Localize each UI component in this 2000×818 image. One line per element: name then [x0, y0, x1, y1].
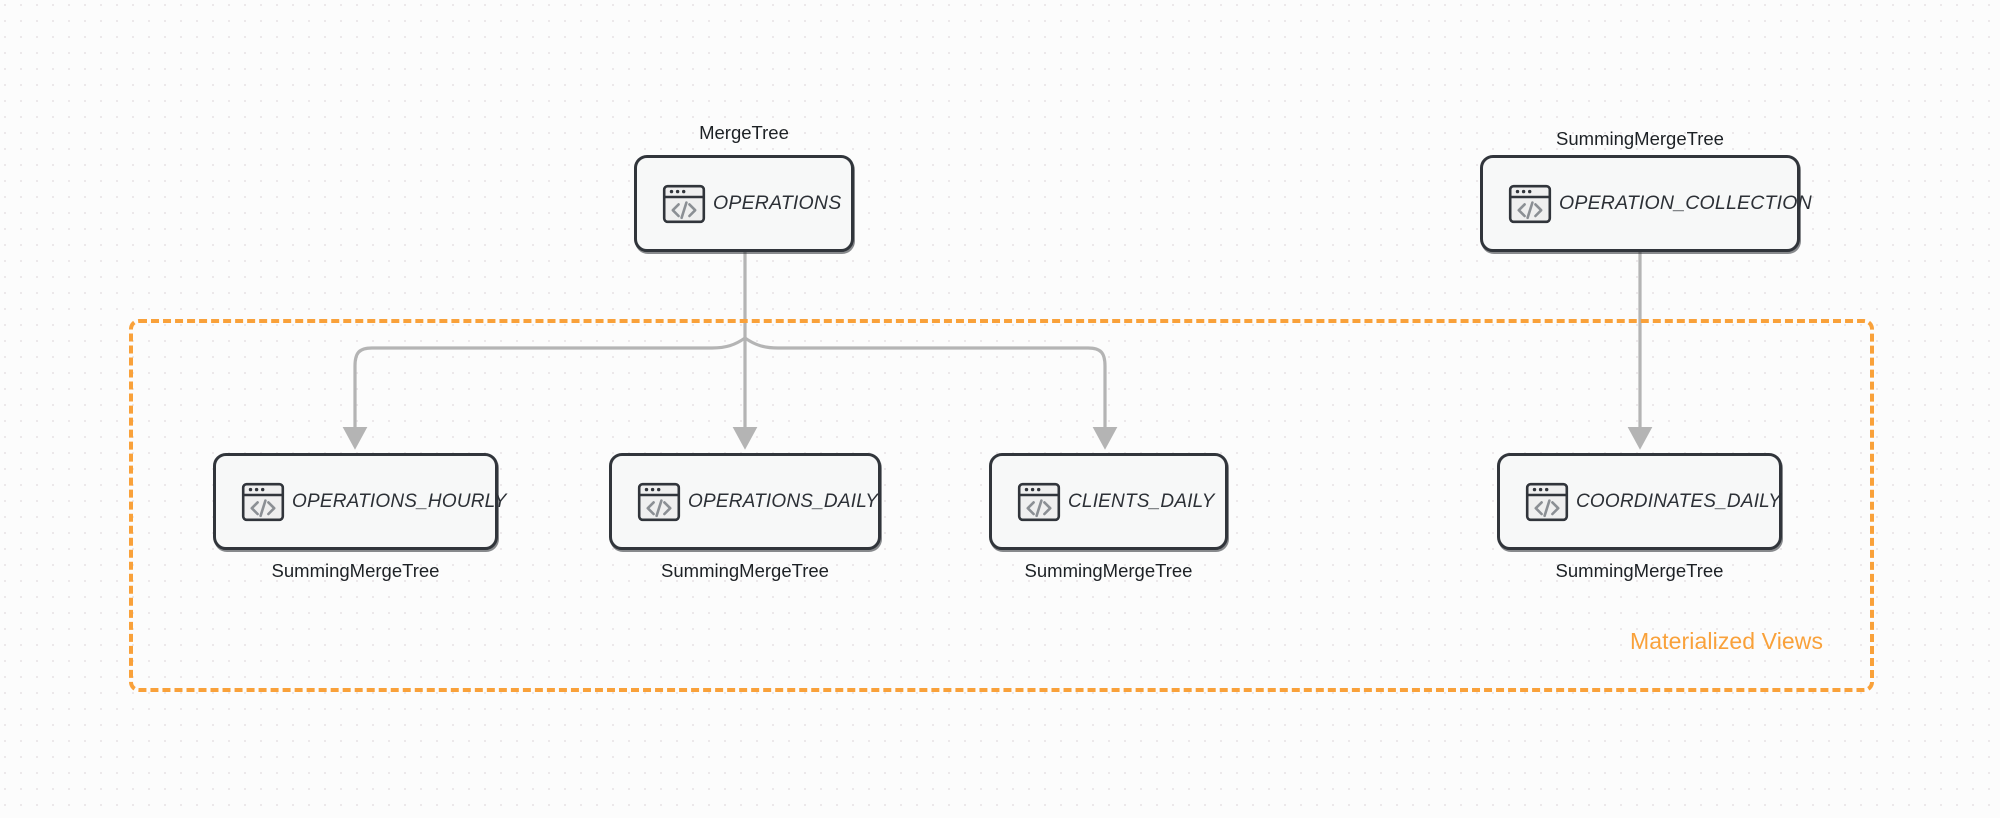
- node-operations[interactable]: OPERATIONS: [634, 155, 854, 252]
- code-window-icon: [1508, 184, 1552, 223]
- code-window-icon: [637, 482, 681, 521]
- engine-caption-operations-daily: SummingMergeTree: [661, 560, 829, 581]
- node-operations-daily-label: OPERATIONS_DAILY: [688, 490, 879, 512]
- code-window-icon: [1017, 482, 1061, 521]
- node-clients-daily[interactable]: CLIENTS_DAILY: [989, 453, 1228, 550]
- code-window-icon: [662, 184, 706, 223]
- node-operations-hourly-label: OPERATIONS_HOURLY: [292, 490, 507, 512]
- engine-caption-operations: MergeTree: [699, 122, 789, 143]
- node-coordinates-daily-label: COORDINATES_DAILY: [1576, 490, 1782, 512]
- node-clients-daily-label: CLIENTS_DAILY: [1068, 490, 1215, 512]
- engine-caption-operation-collection: SummingMergeTree: [1556, 128, 1724, 149]
- engine-caption-coordinates-daily: SummingMergeTree: [1555, 560, 1724, 581]
- node-operations-daily[interactable]: OPERATIONS_DAILY: [609, 453, 881, 550]
- engine-caption-clients-daily: SummingMergeTree: [1024, 560, 1193, 581]
- materialized-views-group-label: Materialized Views: [1630, 628, 1824, 654]
- node-coordinates-daily[interactable]: COORDINATES_DAILY: [1497, 453, 1782, 550]
- materialized-views-group[interactable]: [129, 319, 1874, 692]
- node-operations-hourly[interactable]: OPERATIONS_HOURLY: [213, 453, 506, 550]
- node-operation-collection[interactable]: OPERATION_COLLECTION: [1480, 155, 1812, 252]
- code-window-icon: [1525, 482, 1569, 521]
- node-operations-label: OPERATIONS: [713, 192, 842, 214]
- node-operation-collection-label: OPERATION_COLLECTION: [1559, 192, 1812, 214]
- engine-caption-operations-hourly: SummingMergeTree: [271, 560, 440, 581]
- code-window-icon: [241, 482, 285, 521]
